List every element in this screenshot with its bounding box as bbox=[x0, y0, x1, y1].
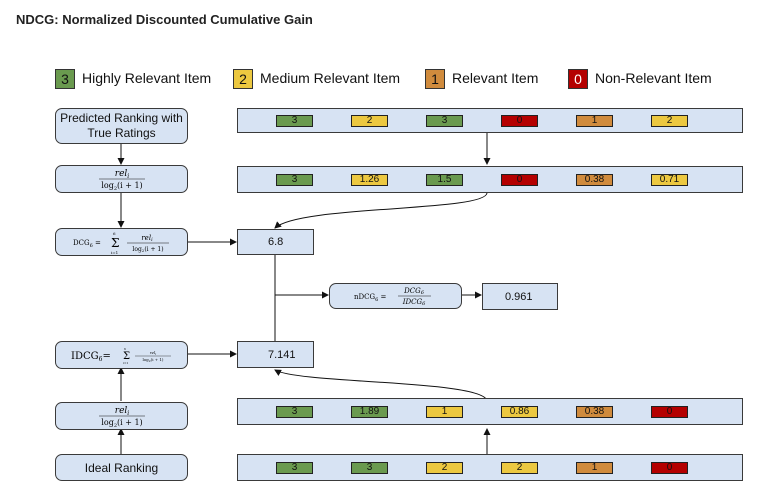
predicted-ratings-cell: 1 bbox=[576, 114, 613, 127]
ideal-gains-row: 3 1.89 1 0.86 0.38 0 bbox=[237, 398, 743, 425]
predicted-ratings-cell: 0 bbox=[501, 114, 538, 127]
ideal-ratings-row: 3 3 2 2 1 0 bbox=[237, 454, 743, 481]
dcg-formula-box: DCG6 = Σ 6 i=1 reli log2(i + 1) bbox=[55, 228, 188, 256]
ndcg-value: 0.961 bbox=[505, 290, 533, 303]
svg-text:log2(i + 1): log2(i + 1) bbox=[142, 357, 163, 363]
predicted-ratings-cell: 3 bbox=[426, 114, 463, 127]
svg-text:reli: reli bbox=[149, 350, 156, 356]
svg-text:DCG6 =: DCG6 = bbox=[73, 239, 101, 249]
ideal-ratings-cell: 2 bbox=[501, 461, 538, 474]
predicted-ratings-cell: 2 bbox=[651, 114, 688, 127]
svg-text:DCG6: DCG6 bbox=[403, 287, 425, 296]
ideal-gains-cell: 0.86 bbox=[501, 405, 538, 418]
ideal-gains-cell: 0 bbox=[651, 405, 688, 418]
svg-text:Σ: Σ bbox=[111, 236, 119, 250]
idcg-value-box: 7.141 bbox=[237, 341, 314, 368]
arrow-ideal-gains-to-idcg-value bbox=[274, 369, 488, 402]
svg-text:IDCG6=: IDCG6= bbox=[71, 351, 111, 363]
ideal-ratings-cell: 0 bbox=[651, 461, 688, 474]
predicted-gains-cell: 0.71 bbox=[651, 173, 688, 186]
ideal-gain-formula-box: reli log2(i + 1) bbox=[55, 402, 188, 430]
svg-text:Σ: Σ bbox=[123, 351, 130, 362]
predicted-gains-cell: 1.26 bbox=[351, 173, 388, 186]
ideal-gains-cell: 1.89 bbox=[351, 405, 388, 418]
ideal-ranking-box: Ideal Ranking bbox=[55, 454, 188, 481]
legend-label-high: Highly Relevant Item bbox=[82, 70, 212, 86]
idcg-formula-box: IDCG6= Σ 6 i=1 reli log2(i + 1) bbox=[55, 341, 188, 369]
predicted-ratings-row: 3 2 3 0 1 2 bbox=[237, 108, 743, 133]
idcg-value: 7.141 bbox=[268, 348, 296, 361]
predicted-gains-cell: 1.5 bbox=[426, 173, 463, 186]
predicted-gains-cell: 0 bbox=[501, 173, 538, 186]
ideal-gains-cell: 0.38 bbox=[576, 405, 613, 418]
predicted-gains-row: 3 1.26 1.5 0 0.38 0.71 bbox=[237, 166, 743, 193]
ndcg-formula-math: nDCG6 = DCG6 IDCG6 bbox=[354, 287, 431, 307]
ideal-ratings-cell: 1 bbox=[576, 461, 613, 474]
legend-label-non-relevant: Non-Relevant Item bbox=[595, 70, 712, 86]
idcg-formula-math: IDCG6= Σ 6 i=1 reli log2(i + 1) bbox=[71, 347, 171, 365]
arrow-gains-to-dcg-value bbox=[274, 192, 488, 229]
svg-text:log2(i + 1): log2(i + 1) bbox=[101, 181, 142, 192]
svg-text:log2(i + 1): log2(i + 1) bbox=[132, 246, 163, 253]
ideal-ratings-cell: 3 bbox=[351, 461, 388, 474]
ideal-gains-cell: 1 bbox=[426, 405, 463, 418]
legend-label-relevant: Relevant Item bbox=[452, 70, 539, 86]
ideal-ratings-cell: 3 bbox=[276, 461, 313, 474]
svg-text:6: 6 bbox=[124, 347, 126, 351]
ndcg-formula-box: nDCG6 = DCG6 IDCG6 bbox=[329, 283, 462, 309]
gain-formula-math: reli log2(i + 1) bbox=[98, 169, 145, 192]
ideal-gain-formula-math: reli log2(i + 1) bbox=[98, 406, 145, 429]
svg-text:IDCG6: IDCG6 bbox=[401, 298, 425, 307]
legend-swatch-medium: 2 bbox=[233, 69, 253, 89]
legend-swatch-high: 3 bbox=[55, 69, 75, 89]
legend-label-medium: Medium Relevant Item bbox=[260, 70, 401, 86]
page-title: NDCG: Normalized Discounted Cumulative G… bbox=[16, 12, 313, 27]
ideal-ratings-cell: 2 bbox=[426, 461, 463, 474]
svg-text:reli: reli bbox=[141, 234, 153, 243]
dcg-formula-math: DCG6 = Σ 6 i=1 reli log2(i + 1) bbox=[73, 231, 169, 255]
dcg-value: 6.8 bbox=[268, 236, 284, 248]
svg-text:reli: reli bbox=[114, 169, 129, 180]
predicted-gains-cell: 0.38 bbox=[576, 173, 613, 186]
ideal-gains-cell: 3 bbox=[276, 405, 313, 418]
svg-text:i=1: i=1 bbox=[111, 250, 118, 255]
svg-text:log2(i + 1): log2(i + 1) bbox=[101, 418, 142, 429]
ndcg-value-box: 0.961 bbox=[482, 283, 558, 310]
predicted-ratings-cell: 2 bbox=[351, 114, 388, 127]
predicted-ranking-box: Predicted Ranking with True Ratings bbox=[55, 108, 188, 144]
gain-formula-box: reli log2(i + 1) bbox=[55, 165, 188, 193]
svg-text:reli: reli bbox=[114, 406, 129, 417]
svg-text:6: 6 bbox=[113, 231, 116, 236]
predicted-gains-cell: 3 bbox=[276, 173, 313, 186]
predicted-ratings-cell: 3 bbox=[276, 114, 313, 127]
svg-text:nDCG6 =: nDCG6 = bbox=[354, 293, 386, 303]
legend-swatch-relevant: 1 bbox=[425, 69, 445, 89]
legend-swatch-non-relevant: 0 bbox=[568, 69, 588, 89]
dcg-value-box: 6.8 bbox=[237, 229, 314, 255]
svg-text:i=1: i=1 bbox=[123, 361, 128, 365]
